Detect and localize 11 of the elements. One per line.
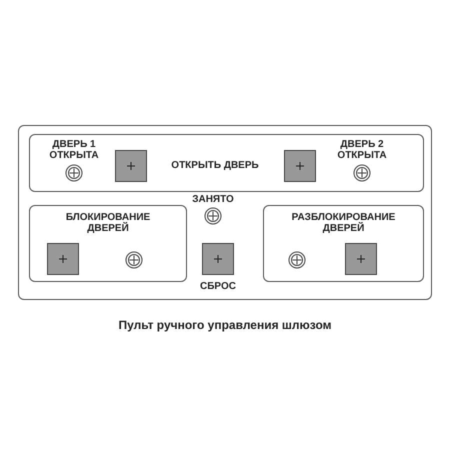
- section-title: БЛОКИРОВАНИЕ ДВЕРЕЙ: [64, 212, 152, 234]
- section-title: РАЗБЛОКИРОВАНИЕ ДВЕРЕЙ: [290, 212, 396, 234]
- panel-label: СБРОС: [199, 281, 237, 292]
- panel-label: ДВЕРЬ 2 ОТКРЫТА: [337, 139, 387, 161]
- panel-label: ОТКРЫТЬ ДВЕРЬ: [170, 160, 260, 171]
- panel-label: ДВЕРЬ 1 ОТКРЫТА: [49, 139, 99, 161]
- panel-frame: [18, 125, 432, 300]
- caption: Пульт ручного управления шлюзом: [117, 318, 333, 332]
- panel-label: ЗАНЯТО: [191, 194, 235, 205]
- panel-section: [263, 205, 424, 282]
- panel-section: [29, 205, 187, 282]
